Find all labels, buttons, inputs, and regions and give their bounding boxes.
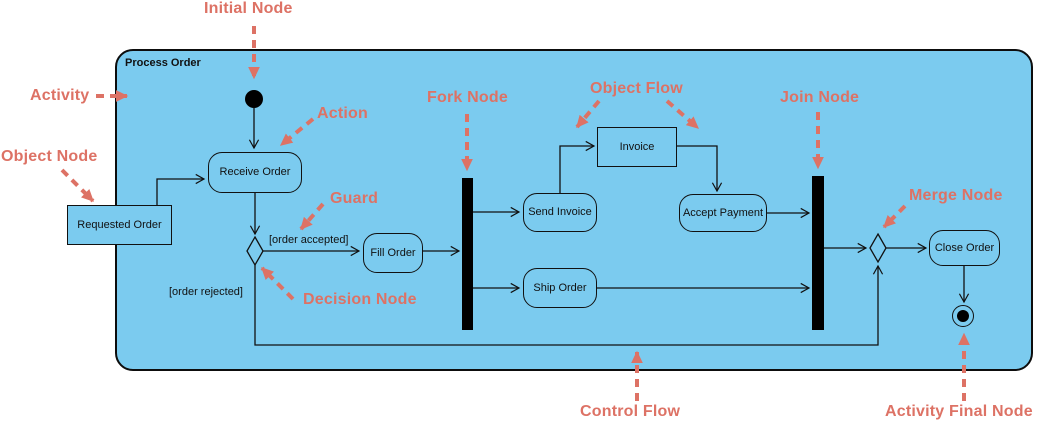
fork-node-bar: [462, 178, 473, 330]
accept-payment-label: Accept Payment: [682, 206, 764, 219]
annotation-object-node: Object Node: [1, 148, 98, 165]
annotation-decision-node: Decision Node: [303, 291, 417, 308]
action-receive-order: Receive Order: [208, 152, 302, 193]
guard-order-rejected: [order rejected]: [169, 286, 243, 298]
activity-title: Process Order: [125, 57, 201, 69]
annotation-action: Action: [317, 105, 368, 122]
join-node-bar: [812, 176, 824, 330]
ship-order-label: Ship Order: [533, 281, 587, 294]
action-ship-order: Ship Order: [523, 268, 597, 308]
annotation-initial-node: Initial Node: [204, 0, 293, 17]
annotation-join-node: Join Node: [780, 89, 860, 106]
action-fill-order: Fill Order: [363, 233, 423, 273]
receive-order-label: Receive Order: [219, 166, 291, 179]
activity-final-node-shape: [952, 305, 974, 327]
annotation-object-flow: Object Flow: [590, 80, 683, 97]
annotation-guard: Guard: [330, 190, 379, 207]
action-accept-payment: Accept Payment: [679, 194, 767, 232]
annotation-control-flow: Control Flow: [580, 403, 681, 420]
annotation-arrow-object-node: [60, 168, 95, 203]
activity-final-node-dot: [957, 310, 969, 322]
annotation-merge-node: Merge Node: [909, 187, 1003, 204]
annotation-activity: Activity: [30, 87, 90, 104]
initial-node-shape: [245, 90, 263, 108]
action-send-invoice: Send Invoice: [523, 193, 597, 232]
annotation-activity-final-node: Activity Final Node: [885, 403, 1033, 420]
object-node-invoice: Invoice: [597, 127, 677, 167]
annotation-fork-node: Fork Node: [427, 89, 508, 106]
action-close-order: Close Order: [929, 230, 1000, 266]
guard-order-accepted: [order accepted]: [269, 234, 349, 246]
close-order-label: Close Order: [934, 241, 995, 254]
invoice-label: Invoice: [619, 140, 655, 153]
send-invoice-label: Send Invoice: [528, 206, 592, 219]
fill-order-label: Fill Order: [370, 246, 416, 259]
requested-order-label: Requested Order: [77, 218, 162, 231]
object-node-requested-order: Requested Order: [67, 205, 172, 245]
